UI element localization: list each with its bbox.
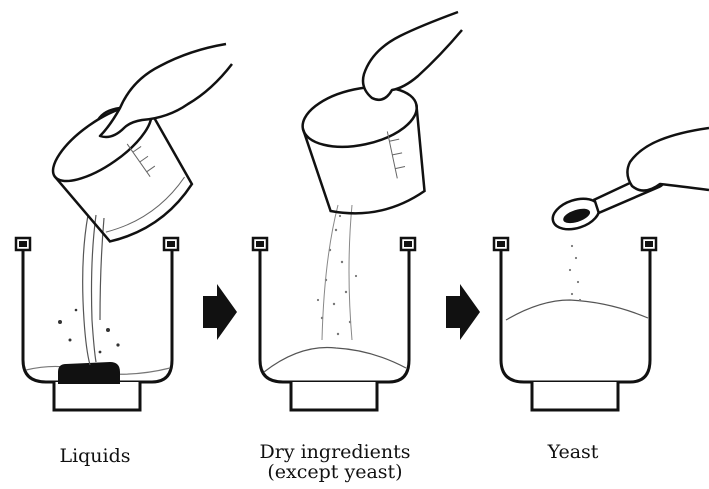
flour-mound [264, 348, 406, 373]
step-dry-ingredients [253, 12, 462, 410]
caption-label: Liquids [40, 446, 150, 466]
arrow-right-icon [203, 284, 237, 340]
measuring-cup-icon [297, 77, 436, 222]
kneading-paddle [58, 362, 120, 384]
pan-icon [16, 238, 178, 410]
caption-label: Yeast [518, 442, 628, 462]
ingredient-layer [506, 300, 648, 320]
liquid-stream [83, 215, 104, 365]
step-yeast [494, 128, 709, 410]
hand-icon [98, 44, 232, 137]
caption-yeast: Yeast [518, 442, 628, 462]
caption-sublabel: (except yeast) [240, 462, 430, 482]
caption-liquids: Liquids [40, 446, 150, 466]
yeast-sprinkle [569, 245, 581, 301]
splash-drops [58, 309, 120, 354]
caption-label: Dry ingredients [240, 442, 430, 462]
step-liquids [16, 44, 232, 410]
hand-icon [627, 128, 709, 191]
pan-icon [494, 238, 656, 410]
arrow-right-icon [446, 284, 480, 340]
caption-dry-ingredients: Dry ingredients (except yeast) [240, 442, 430, 482]
pan-icon [253, 238, 415, 410]
hand-icon [363, 12, 462, 100]
